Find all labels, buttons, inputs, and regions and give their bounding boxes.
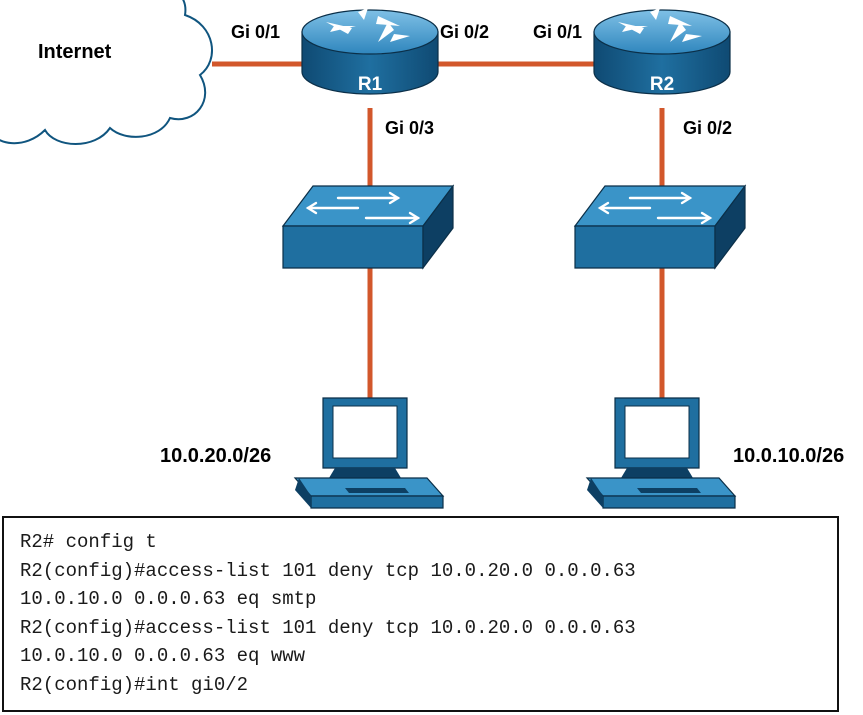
links <box>212 61 665 398</box>
subnet-right-label: 10.0.10.0/26 <box>733 445 844 467</box>
subnet-left-label: 10.0.20.0/26 <box>160 445 271 467</box>
r2-port-gi01-label: Gi 0/1 <box>533 22 582 42</box>
router-r1-label: R1 <box>358 74 383 95</box>
cli-line: R2(config)#access-list 101 deny tcp 10.0… <box>20 559 636 582</box>
r1-port-gi03-label: Gi 0/3 <box>385 118 434 138</box>
switch-1-icon <box>281 184 455 270</box>
network-diagram: Internet R1 R2 Gi 0/1 Gi 0/2 Gi 0/3 Gi 0… <box>0 0 844 509</box>
cli-line: R2(config)#int gi0/2 <box>20 673 249 696</box>
r2-port-gi02-label: Gi 0/2 <box>683 118 732 138</box>
switch-2-icon <box>573 184 747 270</box>
internet-cloud-icon <box>0 0 213 145</box>
cli-line: R2# config t <box>20 531 157 553</box>
cli-line: 10.0.10.0 0.0.0.63 eq www <box>20 645 306 667</box>
internet-label: Internet <box>38 41 112 63</box>
pc-2-icon <box>586 397 736 509</box>
router-r2-label: R2 <box>650 74 674 95</box>
pc-1-icon <box>294 397 444 509</box>
r1-port-gi02-label: Gi 0/2 <box>440 22 489 42</box>
r1-port-gi01-label: Gi 0/1 <box>231 22 280 42</box>
cli-line: R2(config)#access-list 101 deny tcp 10.0… <box>20 616 636 639</box>
cli-line: 10.0.10.0 0.0.0.63 eq smtp <box>20 588 317 610</box>
cli-config-box: R2# config t R2(config)#access-list 101 … <box>2 516 839 712</box>
